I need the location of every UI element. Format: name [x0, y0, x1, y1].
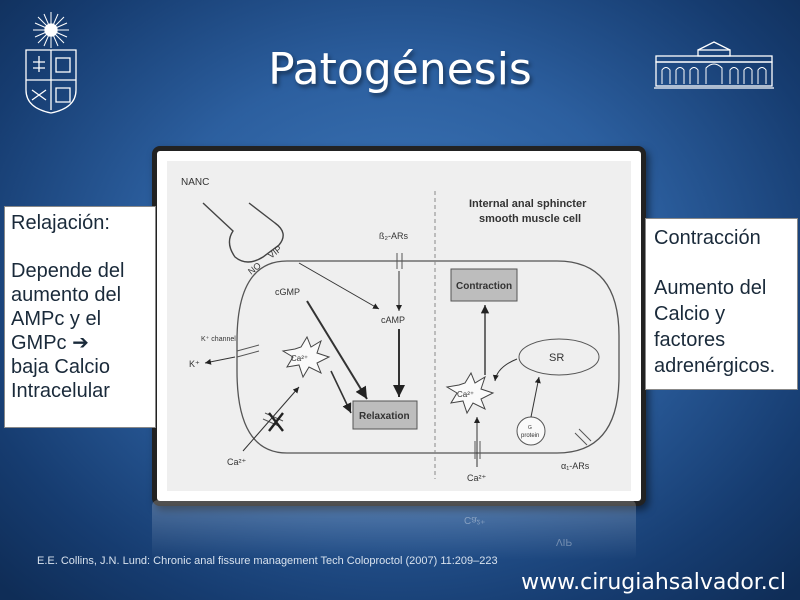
g-protein-circle — [516, 416, 546, 446]
pathogenesis-diagram-frame: NANC VIP NO Internal anal sphincter smoo… — [152, 146, 646, 506]
relaxation-line: Depende del — [11, 260, 125, 282]
cell-membrane — [236, 260, 620, 454]
g-protein-label-1: G — [528, 425, 532, 431]
ca-to-relaxation-arrow — [330, 370, 352, 414]
relaxation-line: aumento del — [11, 284, 122, 306]
ca-outside-left-label: Ca²⁺ — [227, 457, 247, 467]
no-label: NO — [246, 260, 263, 276]
g-protein-label-2: protein — [521, 433, 539, 439]
contraction-label: Contraction — [456, 281, 512, 292]
contraction-heading: Contracción — [654, 227, 761, 249]
contraction-line: factores — [654, 329, 726, 351]
k-ion-label: K⁺ — [189, 359, 200, 369]
nanc-label: NANC — [181, 177, 209, 188]
relaxation-line: Intracelular — [11, 380, 110, 402]
university-crest-logo — [25, 12, 77, 114]
relaxation-line: baja Calcio — [11, 356, 110, 378]
pathogenesis-diagram: NANC VIP NO Internal anal sphincter smoo… — [167, 161, 631, 491]
diagram-svg: NANC VIP NO Internal anal sphincter smoo… — [181, 177, 620, 483]
ca-outside-right-label: Ca²⁺ — [467, 473, 487, 483]
citation-text: E.E. Collins, J.N. Lund: Chronic anal fi… — [37, 555, 498, 567]
block-x-icon — [268, 412, 284, 432]
nanc-nerve — [202, 202, 284, 263]
slide-title: Patogénesis — [268, 44, 532, 95]
cell-title-line1: Internal anal sphincter — [469, 198, 587, 210]
reflection-text-left: Ca²⁺ — [464, 514, 486, 525]
relaxation-label: Relaxation — [359, 411, 410, 422]
ca-star-left — [281, 335, 331, 379]
figure-reflection: Ca²⁺ VIP — [152, 500, 636, 560]
relaxation-line: GMPc ➔ — [11, 332, 89, 354]
relaxation-box — [352, 400, 418, 430]
contraction-textbox: Contracción Aumento del Calcio y factore… — [645, 218, 798, 390]
contraction-line: Aumento del — [654, 277, 767, 299]
cgmp-to-relaxation-arrow — [306, 300, 368, 400]
cgmp-label: cGMP — [275, 287, 300, 297]
relaxation-line: AMPc y el — [11, 308, 102, 330]
contraction-box — [450, 268, 518, 302]
b2-ars-label: ß₂-ARs — [379, 231, 408, 241]
contraction-line: adrenérgicos. — [654, 355, 776, 377]
relaxation-heading: Relajación: — [11, 212, 110, 234]
k-channel-label: K⁺ channel — [201, 336, 236, 343]
a1-ars-label: α₁-ARs — [561, 461, 590, 471]
reflection-text-right: VIP — [556, 536, 573, 547]
cell-title-line2: smooth muscle cell — [479, 213, 581, 225]
ca-right-label: Ca²⁺ — [457, 390, 474, 399]
relaxation-textbox: Relajación: Depende del aumento del AMPc… — [4, 206, 156, 428]
sr-label: SR — [549, 352, 564, 364]
camp-label: cAMP — [381, 315, 405, 325]
ca-inside-label: Ca²⁺ — [291, 354, 308, 363]
vip-to-camp-arrow — [298, 262, 380, 310]
ca-star-right — [445, 371, 495, 415]
contraction-line: Calcio y — [654, 303, 726, 325]
building-logo — [654, 41, 774, 89]
sr-ellipse — [518, 338, 600, 376]
website-url: www.cirugiahsalvador.cl — [521, 570, 786, 595]
vip-label: VIP — [266, 244, 284, 261]
